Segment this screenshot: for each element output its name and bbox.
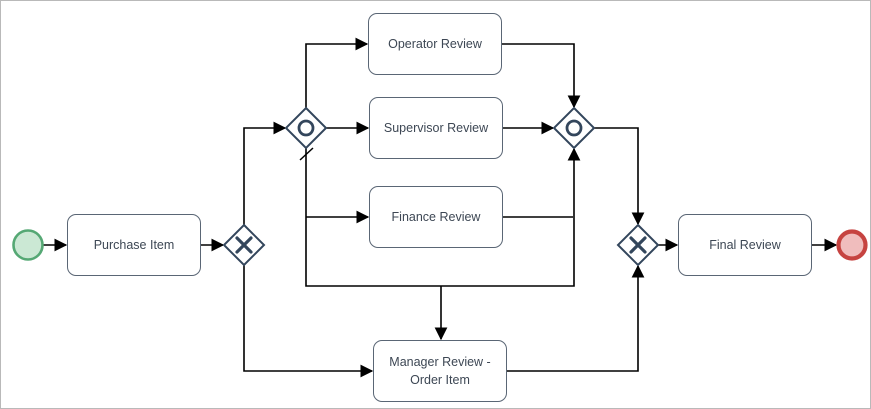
- task-label-line1: Manager Review -: [389, 354, 491, 369]
- flow-manager-to-exclusive-join: [507, 264, 645, 372]
- task-supervisor-review[interactable]: Supervisor Review: [369, 97, 503, 159]
- task-final-review[interactable]: Final Review: [678, 214, 812, 276]
- task-finance-review[interactable]: Finance Review: [369, 186, 503, 248]
- inclusive-gateway-join[interactable]: [552, 106, 596, 150]
- o-mark-icon: [297, 119, 315, 137]
- flow-inclusive-join-to-exclusive-join: [594, 127, 645, 226]
- task-manager-review-order-item[interactable]: Manager Review - Order Item: [373, 340, 507, 402]
- task-label: Operator Review: [388, 36, 482, 51]
- flow-exclusive-split-to-manager: [243, 265, 374, 378]
- task-purchase-item[interactable]: Purchase Item: [67, 214, 201, 276]
- o-mark-icon: [565, 119, 583, 137]
- task-label: Finance Review: [391, 209, 481, 224]
- exclusive-gateway-join[interactable]: [616, 223, 660, 267]
- flow-operator-to-inclusive-join: [502, 43, 581, 109]
- gateway-diamond: [552, 106, 596, 150]
- end-event[interactable]: [836, 229, 868, 261]
- gateway-diamond: [284, 106, 328, 150]
- inclusive-gateway-split[interactable]: [284, 106, 328, 150]
- task-operator-review[interactable]: Operator Review: [368, 13, 502, 75]
- task-label: Purchase Item: [93, 237, 175, 252]
- default-flow-slash-icon: [299, 147, 314, 161]
- x-mark-icon: [235, 236, 253, 254]
- start-event[interactable]: [12, 229, 44, 261]
- exclusive-gateway-split[interactable]: [222, 223, 266, 267]
- flow-default-to-inclusive-join: [305, 147, 581, 287]
- task-label: Final Review: [709, 237, 781, 252]
- x-mark-icon: [629, 236, 647, 254]
- flow-inclusive-split-to-operator: [305, 37, 369, 108]
- task-label-line2: Order Item: [410, 373, 470, 387]
- flow-exclusive-split-to-inclusive-split: [243, 121, 287, 225]
- task-label: Supervisor Review: [383, 120, 489, 135]
